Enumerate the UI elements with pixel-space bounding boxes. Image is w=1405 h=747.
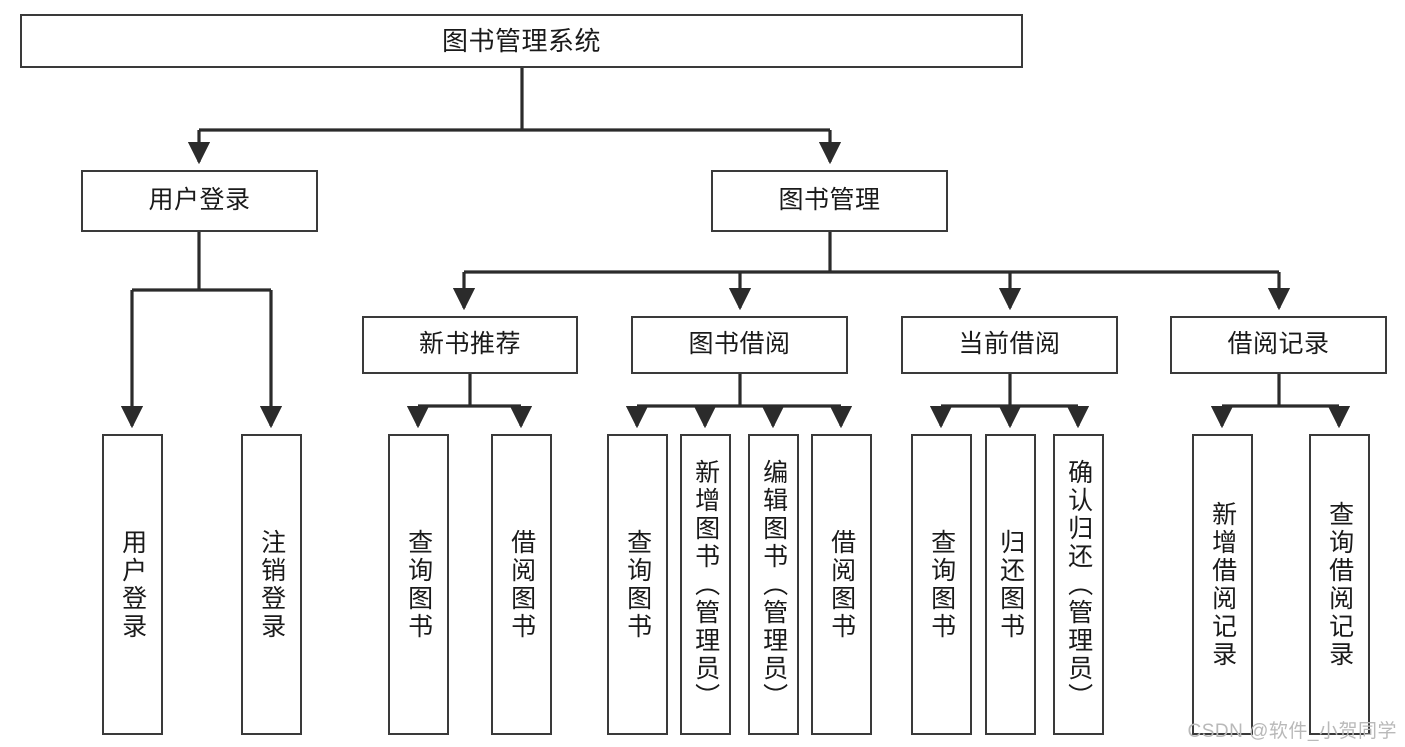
leaf-book-borrow-add-label: 新增图书（管理员） bbox=[691, 458, 720, 711]
node-new-book-recommend[interactable]: 新书推荐 bbox=[362, 316, 578, 374]
leaf-current-borrow-query-label: 查询图书 bbox=[927, 528, 956, 641]
node-book-management-label: 图书管理 bbox=[778, 186, 881, 215]
leaf-book-borrow-add[interactable]: 新增图书（管理员） bbox=[680, 434, 731, 735]
leaf-user-login-signin-label: 用户登录 bbox=[118, 528, 147, 641]
node-user-login[interactable]: 用户登录 bbox=[81, 170, 318, 232]
node-root-label: 图书管理系统 bbox=[441, 25, 601, 56]
watermark-text: CSDN @软件_小贺同学 bbox=[1187, 721, 1397, 742]
leaf-user-login-signout-label: 注销登录 bbox=[257, 528, 286, 641]
node-book-borrow-label: 图书借阅 bbox=[688, 330, 791, 359]
node-book-management[interactable]: 图书管理 bbox=[711, 170, 948, 232]
node-borrow-record[interactable]: 借阅记录 bbox=[1170, 316, 1387, 374]
leaf-borrow-record-query[interactable]: 查询借阅记录 bbox=[1309, 434, 1370, 735]
leaf-new-book-query[interactable]: 查询图书 bbox=[388, 434, 449, 735]
node-root-library-system[interactable]: 图书管理系统 bbox=[20, 14, 1023, 68]
node-book-borrow[interactable]: 图书借阅 bbox=[631, 316, 848, 374]
leaf-book-borrow-borrow-label: 借阅图书 bbox=[827, 528, 856, 641]
node-borrow-record-label: 借阅记录 bbox=[1227, 330, 1330, 359]
node-current-borrow[interactable]: 当前借阅 bbox=[901, 316, 1118, 374]
leaf-book-borrow-query-label: 查询图书 bbox=[623, 528, 652, 641]
leaf-borrow-record-add[interactable]: 新增借阅记录 bbox=[1192, 434, 1253, 735]
leaf-book-borrow-edit-label: 编辑图书（管理员） bbox=[759, 458, 788, 711]
leaf-borrow-record-add-label: 新增借阅记录 bbox=[1208, 500, 1237, 669]
leaf-book-borrow-borrow[interactable]: 借阅图书 bbox=[811, 434, 872, 735]
leaf-current-borrow-query[interactable]: 查询图书 bbox=[911, 434, 972, 735]
leaf-current-borrow-return-label: 归还图书 bbox=[996, 528, 1025, 641]
leaf-current-borrow-return[interactable]: 归还图书 bbox=[985, 434, 1036, 735]
leaf-current-borrow-confirm[interactable]: 确认归还（管理员） bbox=[1053, 434, 1104, 735]
leaf-current-borrow-confirm-label: 确认归还（管理员） bbox=[1064, 458, 1093, 711]
leaf-user-login-signout[interactable]: 注销登录 bbox=[241, 434, 302, 735]
node-new-book-recommend-label: 新书推荐 bbox=[418, 330, 521, 359]
leaf-book-borrow-edit[interactable]: 编辑图书（管理员） bbox=[748, 434, 799, 735]
leaf-new-book-borrow-label: 借阅图书 bbox=[507, 528, 536, 641]
node-current-borrow-label: 当前借阅 bbox=[958, 330, 1061, 359]
leaf-borrow-record-query-label: 查询借阅记录 bbox=[1325, 500, 1354, 669]
leaf-new-book-borrow[interactable]: 借阅图书 bbox=[491, 434, 552, 735]
leaf-new-book-query-label: 查询图书 bbox=[404, 528, 433, 641]
node-user-login-label: 用户登录 bbox=[148, 186, 251, 215]
leaf-book-borrow-query[interactable]: 查询图书 bbox=[607, 434, 668, 735]
leaf-user-login-signin[interactable]: 用户登录 bbox=[102, 434, 163, 735]
